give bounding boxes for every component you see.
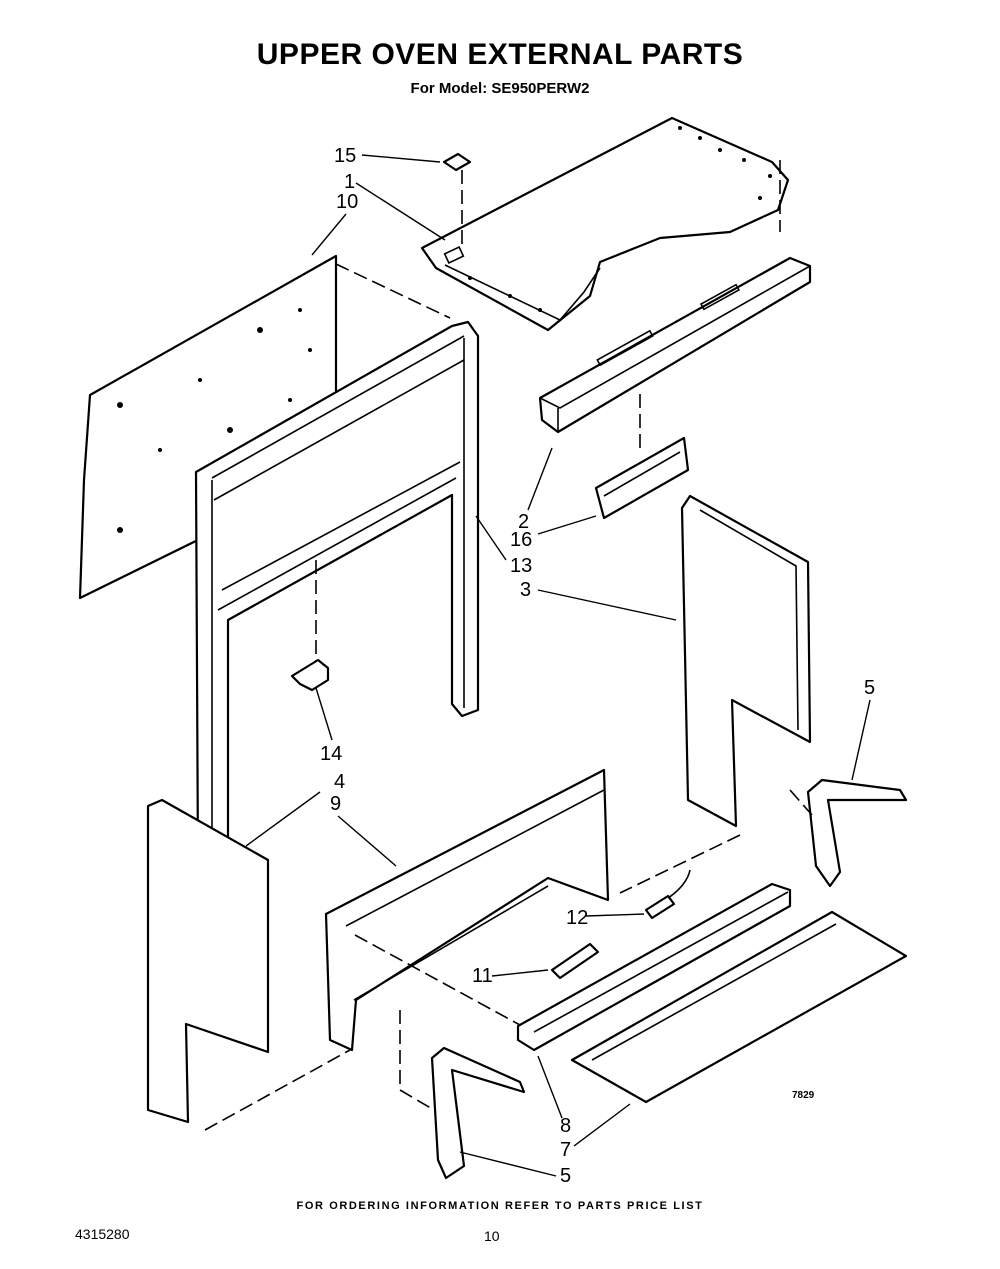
- callout-4: 4: [334, 771, 345, 793]
- part-lower-rail: [516, 882, 792, 1052]
- page-title: UPPER OVEN EXTERNAL PARTS: [256, 38, 744, 71]
- part-front-rail: [538, 256, 812, 450]
- callout-16: 16: [510, 529, 532, 551]
- callout-5-right: 5: [864, 677, 875, 699]
- part-clip: [442, 152, 781, 250]
- drawing-code: 7829: [792, 1090, 815, 1101]
- callout-8: 8: [560, 1115, 571, 1137]
- part-wrap-panel: [324, 768, 610, 1052]
- callout-1: 1: [344, 171, 355, 193]
- part-bottom-tray: [570, 910, 908, 1104]
- callout-9: 9: [330, 793, 341, 815]
- callout-leaders: [245, 154, 871, 1177]
- callout-7: 7: [560, 1139, 571, 1161]
- callout-12: 12: [566, 907, 588, 929]
- callout-3: 3: [520, 579, 531, 601]
- part-bracket-14: [290, 658, 330, 692]
- page-number: 10: [484, 1228, 500, 1244]
- callout-2: 2: [518, 511, 529, 533]
- model-subtitle: For Model: SE950PERW2: [410, 80, 590, 97]
- callout-11: 11: [472, 965, 493, 987]
- document-number: 4315280: [75, 1226, 130, 1242]
- part-bracket-5-lower: [399, 1010, 526, 1180]
- callout-5-lower: 5: [560, 1165, 571, 1187]
- callout-13: 13: [510, 555, 532, 577]
- part-bracket-5-right: [789, 778, 908, 888]
- part-top-cover: [420, 116, 790, 332]
- part-tubes: [550, 869, 691, 980]
- part-bracket-16: [594, 436, 690, 520]
- callout-15: 15: [334, 145, 356, 167]
- part-left-outer-panel: [146, 798, 351, 1131]
- callout-10: 10: [336, 191, 358, 213]
- part-right-panel: [619, 494, 812, 894]
- callout-14: 14: [320, 743, 342, 765]
- ordering-note: FOR ORDERING INFORMATION REFER TO PARTS …: [296, 1200, 704, 1212]
